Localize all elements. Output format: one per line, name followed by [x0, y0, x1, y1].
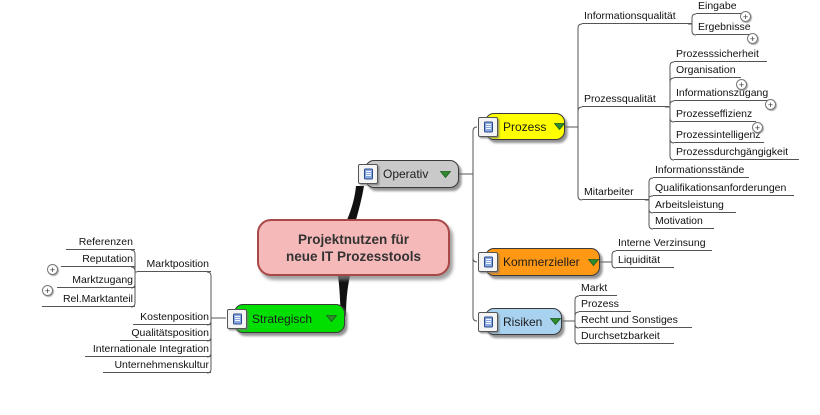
expand-icon[interactable]: + — [747, 33, 758, 44]
expand-icon[interactable]: + — [740, 11, 751, 22]
notebook-glyph — [484, 316, 493, 327]
prozessqualitaet-children-bracket — [665, 61, 675, 161]
topic-markt[interactable]: Markt — [579, 282, 617, 296]
topic-prozesseffizienz[interactable]: Prozesseffizienz — [674, 108, 756, 122]
topic-operativ-label: Operativ — [383, 167, 429, 181]
topic-kommerzieller-label: Kommerzieller — [503, 255, 580, 269]
topic-risiken[interactable]: Risiken — [478, 308, 562, 335]
expand-icon[interactable]: + — [42, 285, 53, 296]
topic-liquiditaet[interactable]: Liquidität — [616, 254, 674, 268]
topic-informationszugang[interactable]: Informationszugang — [674, 87, 772, 101]
branch-brackets — [130, 13, 697, 374]
topic-informationsstaende[interactable]: Informationsstände — [653, 164, 749, 178]
topic-qualifikationsanforderungen[interactable]: Qualifikationsanforderungen — [653, 182, 794, 196]
notes-icon[interactable] — [478, 311, 498, 332]
topic-unternehmenskultur[interactable]: Unternehmenskultur — [103, 359, 211, 373]
topic-internationale-integration[interactable]: Internationale Integration — [85, 343, 211, 357]
collapse-arrow-icon[interactable] — [546, 123, 566, 130]
prozess-children-bracket — [565, 23, 583, 201]
topic-kommerzieller[interactable]: Kommerzieller — [478, 248, 600, 276]
topic-marktposition[interactable]: Marktposition — [137, 258, 211, 272]
notebook-glyph — [364, 168, 373, 180]
kommerzieller-children-bracket — [600, 250, 617, 269]
topic-informationsqualitaet[interactable]: Informationsqualität — [582, 10, 692, 24]
collapse-arrow-icon[interactable] — [432, 170, 451, 178]
notebook-glyph — [484, 256, 493, 268]
topic-risiken-label: Risiken — [503, 314, 543, 329]
topic-recht-und-sonstiges[interactable]: Recht und Sonstiges — [579, 314, 692, 328]
notebook-glyph — [233, 313, 242, 324]
informationsqualitaet-children-bracket — [688, 13, 697, 36]
topic-prozessqualitaet[interactable]: Prozessqualität — [582, 93, 669, 107]
topic-mitarbeiter[interactable]: Mitarbeiter — [582, 186, 649, 200]
collapse-arrow-icon[interactable] — [580, 258, 599, 266]
topic-qualitaetsposition[interactable]: Qualitätsposition — [120, 327, 211, 341]
topic-durchsetzbarkeit[interactable]: Durchsetzbarkeit — [579, 330, 674, 344]
topic-organisation[interactable]: Organisation — [674, 64, 741, 78]
topic-operativ[interactable]: Operativ — [358, 160, 459, 188]
notes-icon[interactable] — [478, 116, 498, 137]
topic-prozess-label: Prozess — [503, 119, 547, 134]
topic-strategisch-label: Strategisch — [252, 311, 313, 326]
topic-rel-marktanteil[interactable]: Rel.Marktanteil — [42, 293, 135, 307]
topic-marktzugang[interactable]: Marktzugang — [57, 274, 135, 288]
topic-strategisch[interactable]: Strategisch — [227, 304, 345, 333]
notes-icon[interactable] — [358, 164, 378, 184]
topic-prozessintelligenz[interactable]: Prozessintelligenz — [674, 129, 764, 143]
central-topic[interactable]: Projektnutzen für neue IT Prozesstools — [257, 219, 450, 276]
expand-icon[interactable]: + — [752, 122, 763, 133]
notes-icon[interactable] — [227, 308, 247, 329]
trunk-central-operativ — [347, 186, 364, 220]
collapse-arrow-icon[interactable] — [542, 318, 562, 325]
mitarbeiter-children-bracket — [645, 177, 654, 230]
notebook-glyph — [484, 121, 493, 132]
marktposition-children-bracket — [130, 249, 137, 308]
expand-icon[interactable]: + — [736, 79, 747, 90]
topic-arbeitsleistung[interactable]: Arbeitsleistung — [653, 199, 736, 213]
strategisch-children-bracket — [206, 271, 226, 374]
topic-prozessdurchgaengigkeit[interactable]: Prozessdurchgängigkeit — [674, 146, 799, 160]
topic-motivation[interactable]: Motivation — [653, 215, 714, 229]
topic-interne-verzinsung[interactable]: Interne Verzinsung — [616, 237, 712, 251]
risiken-children-bracket — [562, 295, 580, 345]
topic-kostenposition[interactable]: Kostenposition — [133, 311, 211, 325]
topic-ergebnisse[interactable]: Ergebnisse — [696, 21, 756, 35]
topic-eingabe[interactable]: Eingabe — [696, 0, 747, 14]
topic-prozess-risiko[interactable]: Prozess — [579, 298, 631, 312]
expand-icon[interactable]: + — [47, 264, 58, 275]
topic-reputation[interactable]: Reputation — [61, 253, 135, 267]
central-topic-line2: neue IT Prozesstools — [285, 248, 422, 264]
notes-icon[interactable] — [478, 252, 498, 272]
topic-prozesssicherheit[interactable]: Prozesssicherheit — [674, 48, 767, 62]
topic-prozess[interactable]: Prozess — [478, 113, 566, 140]
operativ-children-bracket — [459, 126, 478, 322]
expand-icon[interactable]: + — [765, 99, 776, 110]
collapse-arrow-icon[interactable] — [318, 315, 337, 322]
topic-referenzen[interactable]: Referenzen — [66, 236, 135, 250]
central-topic-line1: Projektnutzen für — [297, 231, 409, 247]
